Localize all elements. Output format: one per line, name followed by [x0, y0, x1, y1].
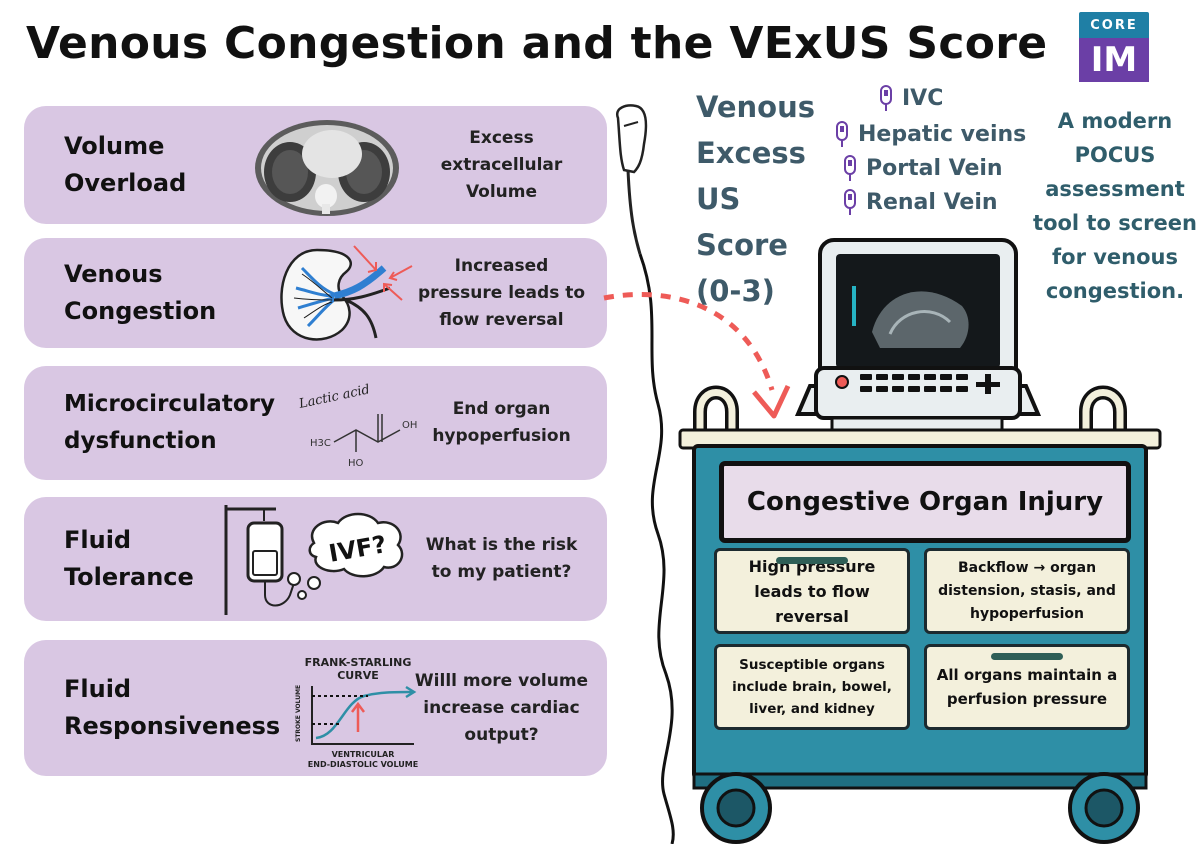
vexus-line: Venous	[696, 90, 816, 124]
vein-item-ivc: IVC	[878, 84, 943, 112]
pocus-description: A modern POCUS assessment tool to screen…	[1033, 109, 1197, 303]
vein-label: IVC	[902, 85, 944, 111]
card-fluid-responsiveness: Fluid Responsiveness FRANK-STARLING CURV…	[24, 640, 607, 776]
vein-item-hepatic: Hepatic veins	[834, 120, 1026, 148]
drawer-text: All organs maintain a perfusion pressure	[936, 666, 1118, 708]
vein-item-portal: Portal Vein	[842, 154, 1003, 182]
vexus-line: (0-3)	[696, 274, 775, 308]
vexus-title: Venous Excess US Score (0-3)	[696, 84, 815, 314]
card-label: Venous Congestion	[64, 260, 217, 325]
card-description: Increased pressure leads to flow reversa…	[417, 255, 586, 330]
kidney-icon	[280, 245, 413, 341]
card-label: Fluid Responsiveness	[64, 675, 281, 740]
vein-item-renal: Renal Vein	[842, 188, 998, 216]
probe-icon	[880, 85, 892, 111]
drawer-text: Backflow → organ distension, stasis, and…	[938, 559, 1116, 622]
fs-subtitle: CURVE	[337, 669, 379, 682]
fs-xlabel2: END-DIASTOLIC VOLUME	[308, 760, 418, 769]
drawer-text: Susceptible organs include brain, bowel,…	[732, 657, 892, 717]
logo-top-text: CORE	[1090, 18, 1138, 33]
probe-icon	[844, 189, 856, 215]
core-im-logo: CORE IM	[1079, 12, 1149, 82]
ct-scan-icon	[255, 120, 399, 216]
page-title: Venous Congestion and the VExUS Score	[26, 18, 1048, 69]
iv-bag-icon: IVF?	[224, 505, 404, 615]
card-microcirculatory-dysfunction: Microcirculatory dysfunction Lactic acid…	[24, 366, 607, 480]
card-description: Excess extracellular Volume	[440, 127, 563, 202]
vein-label: Portal Vein	[866, 155, 1003, 181]
fs-xlabel1: VENTRICULAR	[332, 750, 395, 759]
drawer-handle	[776, 557, 848, 564]
card-label: Microcirculatory dysfunction	[64, 391, 275, 454]
drawer-susceptible-organs: Susceptible organs include brain, bowel,…	[714, 644, 910, 730]
vexus-line: US	[696, 182, 741, 216]
frank-starling-curve-icon: FRANK-STARLING CURVE STROKE VOLUME VENTR…	[295, 656, 418, 769]
card-volume-overload: Volume Overload Excess extracellular Vol…	[24, 106, 607, 224]
oh-label: OH	[402, 420, 417, 431]
card-venous-congestion: Venous Congestion Increased pressure lea…	[24, 238, 607, 348]
lactic-acid-icon: Lactic acid OH H3C HO	[297, 382, 418, 469]
ultrasound-probe-icon	[615, 104, 675, 844]
ho-label: HO	[348, 458, 364, 469]
card-fluid-tolerance: Fluid Tolerance IVF? What is the risk to…	[24, 497, 607, 621]
drawer-high-pressure: High pressure leads to flow reversal	[714, 548, 910, 634]
congestive-organ-injury-title: Congestive Organ Injury	[719, 461, 1131, 543]
logo-bottom-text: IM	[1079, 38, 1149, 82]
drawer-perfusion-pressure: All organs maintain a perfusion pressure	[924, 644, 1130, 730]
probe-icon	[836, 121, 848, 147]
fs-ylabel: STROKE VOLUME	[295, 685, 302, 742]
vexus-line: Excess	[696, 136, 806, 170]
drawer-text: High pressure leads to flow reversal	[748, 556, 876, 626]
lactic-acid-label: Lactic acid	[297, 382, 372, 412]
card-description: End organ hypoperfusion	[432, 399, 571, 446]
vein-label: Renal Vein	[866, 189, 998, 215]
probe-icon	[844, 155, 856, 181]
drawer-handle	[991, 653, 1063, 660]
fs-title: FRANK-STARLING	[305, 656, 412, 669]
card-description: Willl more volume increase cardiac outpu…	[414, 670, 589, 745]
drawer-backflow: Backflow → organ distension, stasis, and…	[924, 548, 1130, 634]
ch3-label: H3C	[310, 438, 331, 449]
card-label: Fluid Tolerance	[64, 526, 194, 591]
vein-label: Hepatic veins	[858, 121, 1027, 147]
vexus-line: Score	[696, 228, 788, 262]
card-description: What is the risk to my patient?	[425, 535, 578, 582]
dashed-arrow-icon	[603, 291, 791, 419]
card-label: Volume Overload	[64, 132, 187, 197]
